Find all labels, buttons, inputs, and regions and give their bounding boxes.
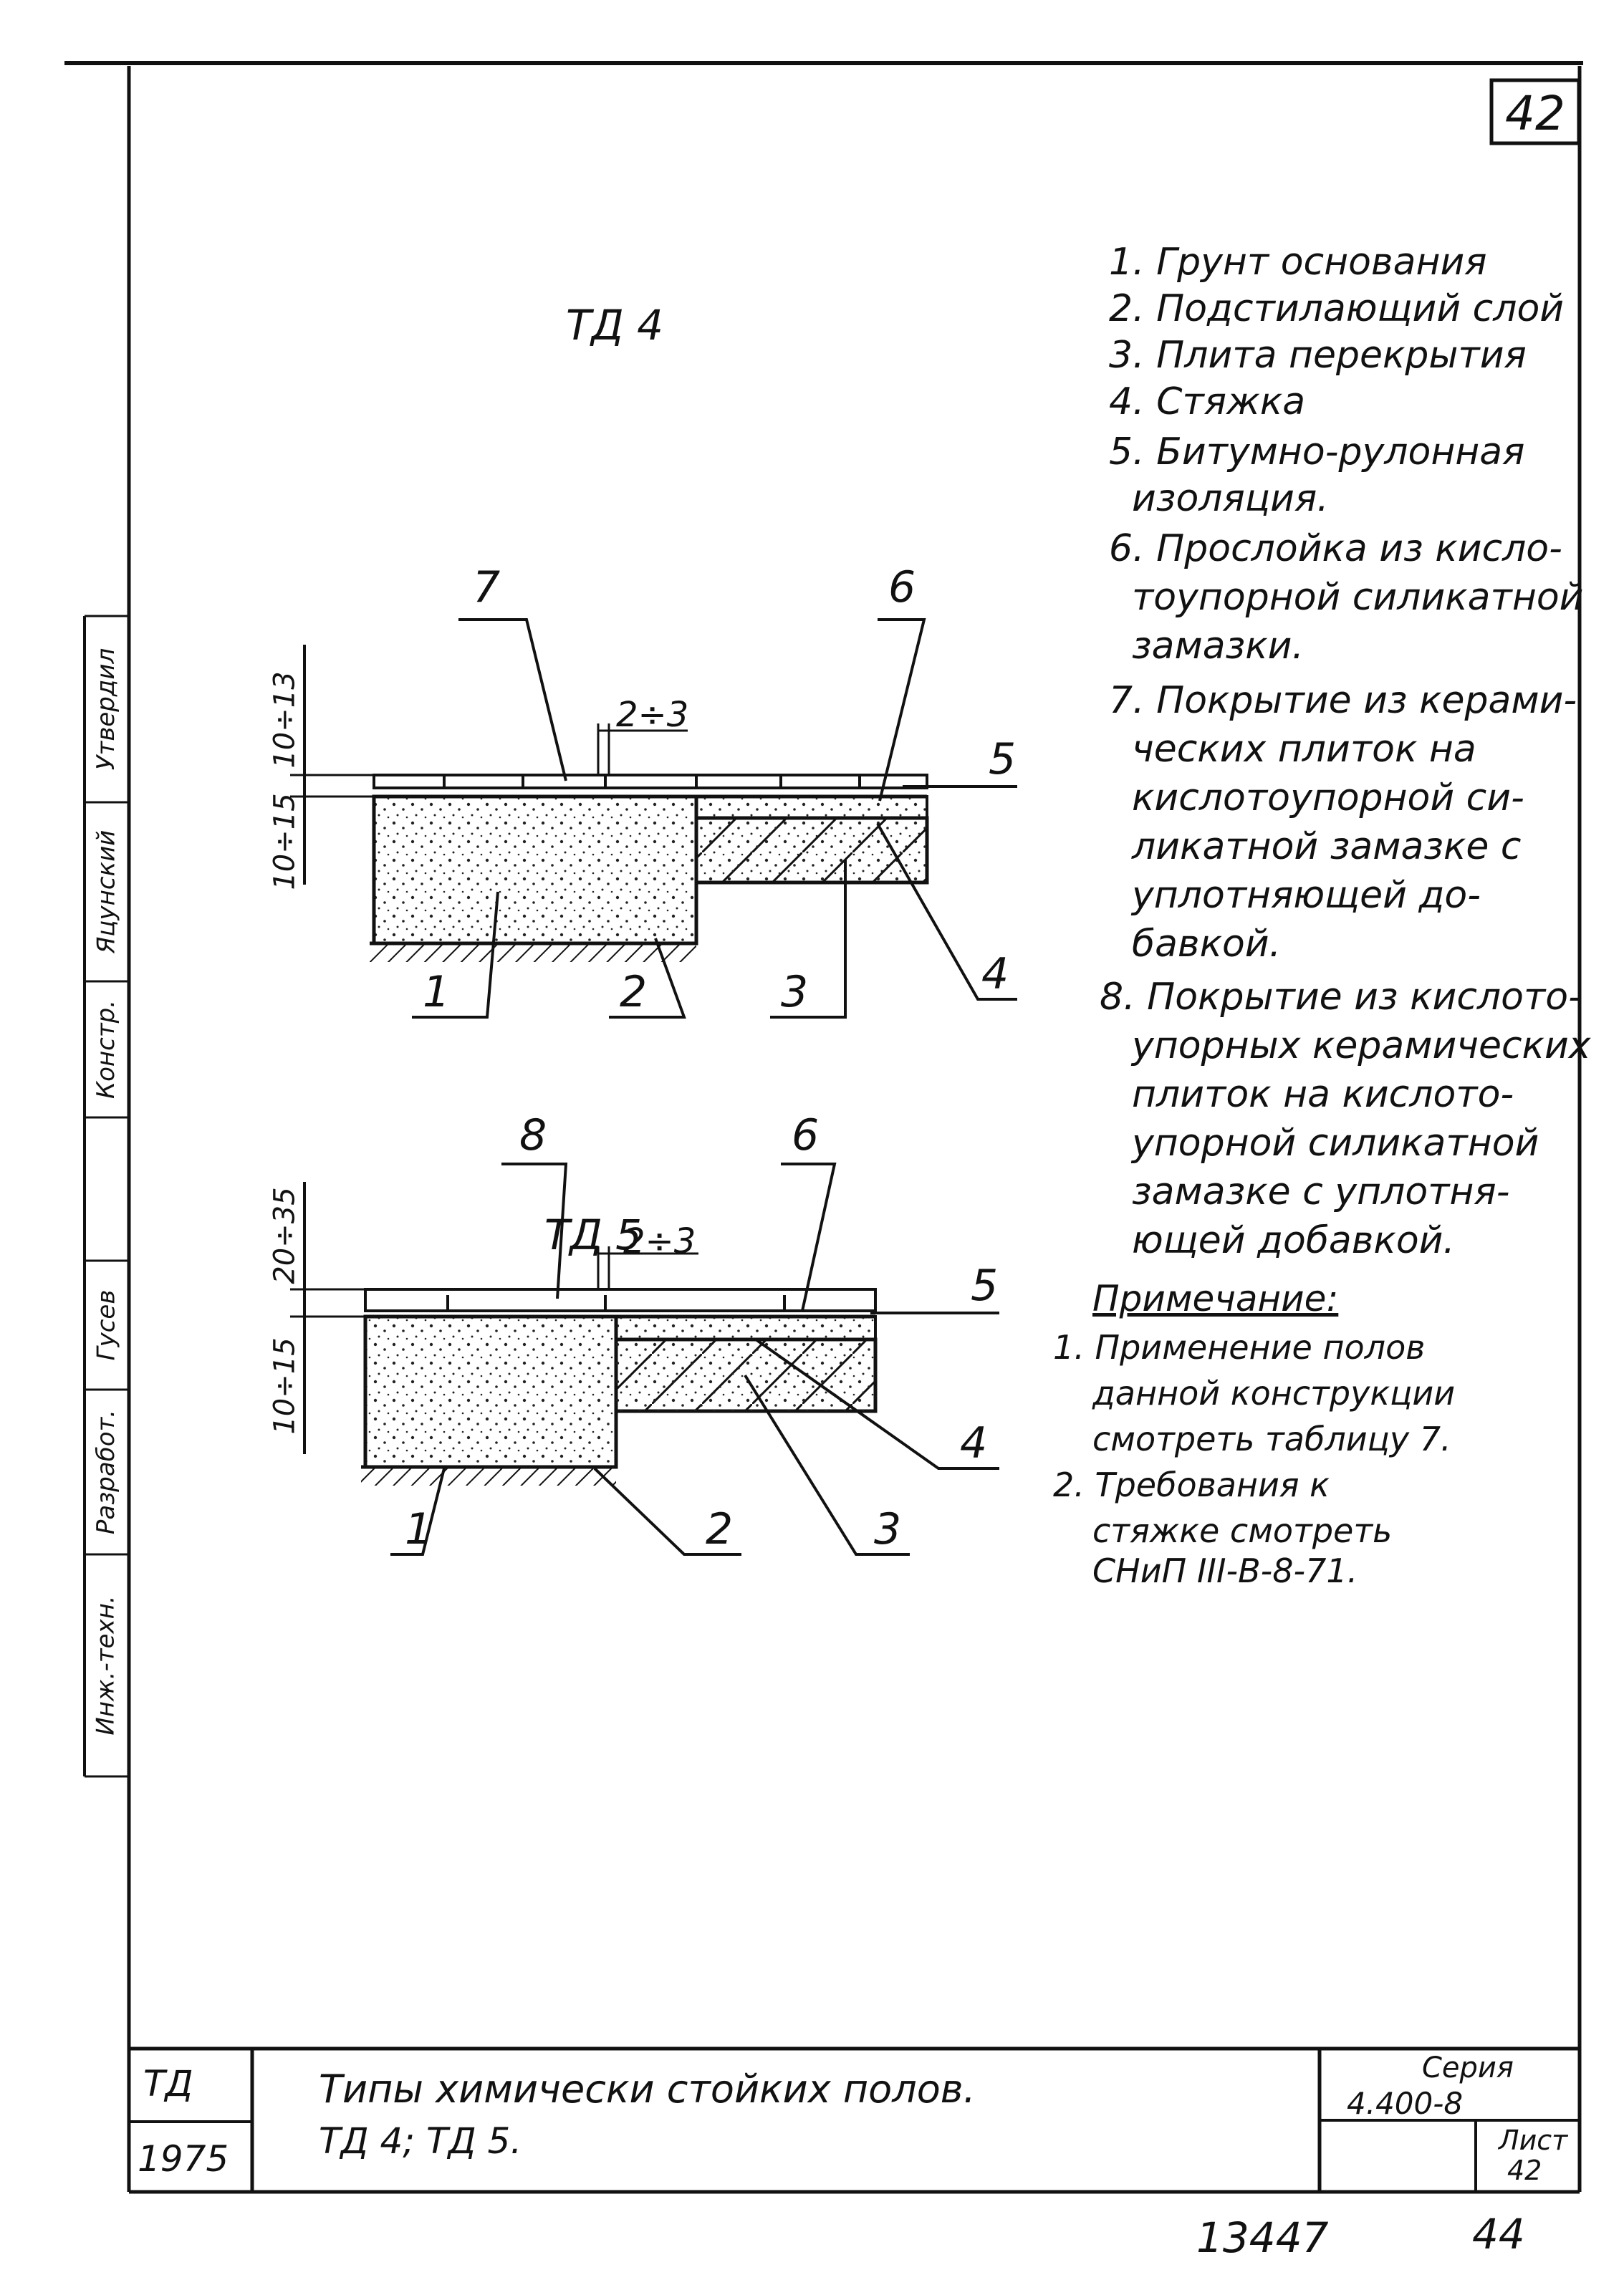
td5-dim-low: 10÷15 <box>269 1337 302 1435</box>
side-stamp-cell: Утвердил <box>92 648 120 771</box>
bottom-number-left: 13447 <box>1196 2213 1329 2262</box>
legend-line: замазки. <box>1132 625 1304 668</box>
legend-line: упорной силикатной <box>1132 1122 1539 1165</box>
td5-callout-8: 8 <box>519 1110 547 1160</box>
td5-callout-2: 2 <box>706 1504 734 1554</box>
detail-td5-title: ТД 5 <box>544 1211 643 1259</box>
title-block-series-label: Серия <box>1422 2051 1514 2084</box>
side-stamp-cell: Инж.-техн. <box>92 1595 121 1736</box>
td4-callout-7: 7 <box>473 562 501 612</box>
legend-line: 8. Покрытие из кислото- <box>1100 976 1582 1019</box>
legend-line: 3. Плита перекрытия <box>1109 334 1527 377</box>
side-stamp-cell: Констр. <box>92 999 120 1100</box>
td5-callout-5: 5 <box>971 1261 999 1311</box>
legend-line: плиток на кислото- <box>1132 1073 1514 1116</box>
td4-callout-4: 4 <box>981 949 1009 999</box>
legend-line: 6. Прослойка из кисло- <box>1109 527 1562 570</box>
legend-line: тоупорной силикатной <box>1132 576 1584 619</box>
corner-sheet-number: 42 <box>1505 86 1565 141</box>
side-stamp-cell: Гусев <box>92 1289 120 1361</box>
legend-line: замазке с уплотня- <box>1132 1170 1510 1213</box>
note-line: данной конструкции <box>1092 1374 1456 1413</box>
legend-line: изоляция. <box>1132 477 1329 520</box>
legend-line: 5. Битумно-рулонная <box>1109 430 1525 473</box>
td4-callout-1: 1 <box>423 967 451 1017</box>
note-line: смотреть таблицу 7. <box>1092 1420 1451 1458</box>
td4-callout-6: 6 <box>888 562 916 612</box>
td4-dim-high: 10÷13 <box>269 671 302 769</box>
title-block-sheet-value: 42 <box>1507 2155 1542 2186</box>
td5-callout-6: 6 <box>792 1110 820 1160</box>
legend-line: ческих плиток на <box>1132 728 1476 771</box>
side-stamp-cell: Разработ. <box>92 1409 120 1535</box>
side-stamp-cell: Яцунский <box>92 829 121 954</box>
legend-line: ющей добавкой. <box>1132 1219 1455 1262</box>
td5-callout-4: 4 <box>960 1418 988 1468</box>
td5-joint-dim: 2÷3 <box>623 1221 696 1261</box>
td4-callout-5: 5 <box>989 734 1017 784</box>
detail-td5-drawing <box>290 1163 999 1556</box>
title-block-sheet-label: Лист <box>1499 2125 1568 2156</box>
title-block-title-line2: ТД 4; ТД 5. <box>319 2120 522 2162</box>
td4-callout-3: 3 <box>781 967 809 1017</box>
legend-line: упорных керамических <box>1132 1024 1591 1067</box>
notes-heading: Примечание: <box>1092 1278 1339 1319</box>
td4-callout-2: 2 <box>620 967 648 1017</box>
detail-td4-title: ТД 4 <box>566 301 664 350</box>
td4-joint-dim: 2÷3 <box>616 695 689 735</box>
corner-number-box <box>1489 78 1581 145</box>
note-line: СНиП III-В-8-71. <box>1092 1552 1358 1590</box>
note-line: 1. Применение полов <box>1053 1328 1426 1367</box>
td5-callout-1: 1 <box>405 1504 433 1554</box>
legend-line: 2. Подстилающий слой <box>1109 287 1565 330</box>
legend-line: кислотоупорной си- <box>1132 776 1524 819</box>
td5-dim-high: 20÷35 <box>269 1187 302 1284</box>
title-block-year: 1975 <box>138 2138 229 2180</box>
title-block-series-value: 4.400-8 <box>1347 2086 1464 2121</box>
detail-td4-drawing <box>290 618 1017 1019</box>
legend-line: 1. Грунт основания <box>1109 241 1487 284</box>
bottom-number-right: 44 <box>1472 2210 1525 2258</box>
td5-callout-3: 3 <box>874 1504 902 1554</box>
td4-dim-low: 10÷15 <box>269 793 302 890</box>
title-block-code: ТД <box>143 2063 193 2104</box>
note-line: 2. Требования к <box>1053 1466 1330 1504</box>
legend-line: уплотняющей до- <box>1132 874 1481 917</box>
legend-line: 4. Стяжка <box>1109 380 1306 423</box>
note-line: стяжке смотреть <box>1092 1511 1393 1550</box>
title-block-title-line1: Типы химически стойких полов. <box>319 2067 976 2112</box>
legend-line: ликатной замазке с <box>1132 825 1522 868</box>
legend-line: бавкой. <box>1132 923 1282 966</box>
legend-line: 7. Покрытие из керами- <box>1109 679 1577 722</box>
